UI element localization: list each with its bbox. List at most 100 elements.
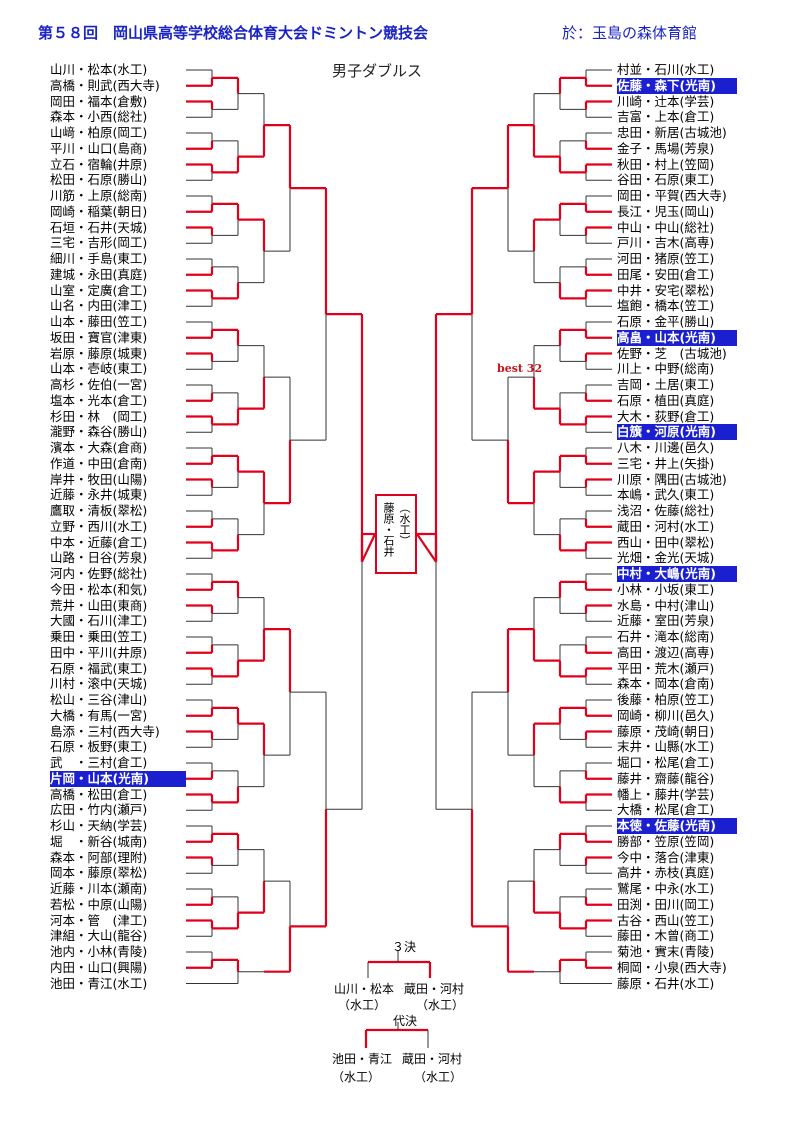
left-entry: 石原・福武(東工) [50,660,148,676]
right-entry: 藤井・齋藤(龍谷) [617,770,715,786]
rep-match-right-names: 蔵田・河村 [402,1052,463,1066]
left-entry: 大橋・有馬(一宮) [50,707,148,723]
third-place-right-school: （水工） [416,998,465,1012]
right-entry: 勝部・笠原(笠岡) [617,833,715,849]
right-entry: 佐藤・森下(光南) [617,77,737,94]
right-entry: 田尾・安田(倉工) [617,266,715,282]
left-entry: 作道・中田(倉南) [50,455,148,471]
left-entry: 坂田・寶官(津東) [50,329,148,345]
right-entry: 岡崎・柳川(邑久) [617,707,715,723]
third-place-left-names: 山川・松本 [334,982,395,996]
right-entry: 川原・隅田(古城池) [617,471,727,487]
left-entry: 杉田・林 (岡工) [50,408,148,424]
left-entry: 河内・佐野(総社) [50,566,148,581]
left-entry: 田中・平川(井原) [50,644,148,660]
best32-label: best 32 [497,362,543,375]
rep-match-label: 代決 [393,1014,418,1028]
right-entry: 蔵田・河村(水工) [617,518,715,534]
left-entry: 乗田・乗田(笠工) [50,629,148,644]
right-entry: 佐野・芝 (古城池) [617,345,727,361]
right-entry: 忠田・新居(古城池) [617,125,727,140]
left-entry: 森本・小西(総社) [50,109,148,125]
event-subtitle: 男子ダブルス [332,62,423,80]
left-entry: 山川・松本(水工) [50,62,148,77]
right-entry: 谷田・石原(東工) [617,172,715,188]
right-entry: 石井・滝本(総南) [617,629,715,644]
left-entry: 近藤・川本(瀬南) [50,881,148,896]
left-entry: 鷹取・清板(翠松) [50,503,148,518]
left-entry: 山名・内田(津工) [50,298,148,314]
right-entry: 高井・赤枝(真庭) [617,865,715,881]
left-entry: 川筋・上原(総南) [50,188,148,203]
left-entry: 片岡・山本(光南) [50,770,186,787]
left-entry: 石垣・石井(天城) [50,219,148,235]
right-entry: 中村・大嶋(光南) [617,566,737,582]
right-entry: 本嶋・武久(東工) [617,487,715,503]
right-entry: 白籏・河原(光南) [617,424,737,441]
left-entry: 荒井・山田(東商) [50,597,148,613]
right-entry: 本徳・佐藤(光南) [617,818,737,834]
right-entry: 中井・安宅(翠松) [617,282,715,298]
left-entry: 池内・小林(青陵) [50,944,148,959]
right-entry: 吉岡・土居(東工) [617,377,715,392]
left-entry: 武 ・三村(倉工) [50,755,148,770]
right-entry: 長江・児玉(岡山) [617,203,715,219]
right-entry: 中山・中山(総社) [617,219,715,235]
right-entry: 河田・猪原(笠工) [617,251,715,266]
right-entry: 石原・金平(勝山) [617,314,715,329]
right-entry: 西山・田中(翠松) [617,534,715,550]
right-entry: 森本・岡本(倉南) [617,676,715,692]
right-entry: 幡上・藤井(学芸) [617,786,715,802]
left-entry: 池田・青江(水工) [50,975,148,991]
left-entry: 高杉・佐伯(一宮) [50,377,148,392]
right-entry: 岡田・平賀(西大寺) [617,188,727,203]
left-entry: 濱本・大森(倉商) [50,440,148,455]
right-entry: 水島・中村(津山) [617,597,715,613]
champion-school: （水工） [398,502,411,546]
left-entry: 若松・中原(山陽) [50,896,148,912]
left-entry: 塩本・光本(倉工) [50,392,148,408]
right-entry: 金子・馬場(芳泉) [617,140,715,156]
left-entry: 津組・大山(龍谷) [50,928,148,944]
right-entry: 塩飽・橋本(笠工) [617,298,715,314]
tournament-title: 第５８回 岡山県高等学校総合体育大会ドミントン競技会 [38,24,429,42]
left-entry: 石原・板野(東工) [50,739,148,755]
right-entry: 高畠・山本(光南) [617,329,737,346]
left-entry: 山路・日谷(芳泉) [50,550,148,566]
left-entry: 三宅・吉形(岡工) [50,235,148,251]
bracket-line [416,533,437,563]
left-entry: 島添・三村(西大寺) [50,723,160,739]
venue-label: 於：玉島の森体育館 [562,24,698,42]
right-entry: 大木・荻野(倉工) [617,408,715,424]
left-entry: 山﨑・柏原(岡工) [50,125,148,140]
left-entry: 細川・手島(東工) [50,251,148,266]
left-entry: 広田・竹内(瀬戸) [50,802,148,818]
right-entry: 桐岡・小泉(西大寺) [617,959,727,975]
left-entry: 川村・滚中(天城) [50,676,148,692]
right-entry: 堀口・松尾(倉工) [617,755,715,770]
right-entry: 大橋・松尾(倉工) [617,802,715,818]
left-entry: 今田・松本(和気) [50,581,148,597]
right-entry: 田渕・田川(岡工) [617,896,715,912]
left-entry: 岡本・藤原(翠松) [50,865,148,881]
left-entry: 岩原・藤原(城東) [50,345,148,361]
right-entry: 後藤・柏原(笠工) [617,692,715,707]
left-entry: 近藤・永井(城東) [50,487,148,503]
left-entry: 建城・永田(真庭) [50,266,148,282]
left-entry: 高橋・松田(倉工) [50,786,148,802]
third-place-left-school: （水工） [338,998,387,1012]
page-header: 第５８回 岡山県高等学校総合体育大会ドミントン競技会 於：玉島の森体育館 [0,22,794,46]
left-entry: 河本・管 (津工) [50,912,148,928]
right-entry: 藤田・木曾(商工) [617,928,715,944]
left-entry: 堀 ・新谷(城南) [50,833,148,849]
rep-match-left-names: 池田・青江 [332,1052,393,1066]
right-entry: 三宅・井上(矢掛) [617,455,715,471]
right-entry: 藤原・茂崎(朝日) [617,723,715,739]
bracket-line [361,533,376,563]
right-entry: 平田・荒木(瀬戸) [617,660,715,676]
right-entry: 小林・小坂(東工) [617,581,715,597]
right-entry: 今中・落合(津東) [617,849,715,865]
left-entry: 岸井・牧田(山陽) [50,471,148,487]
champion-names: 藤原・石井 [382,502,395,557]
